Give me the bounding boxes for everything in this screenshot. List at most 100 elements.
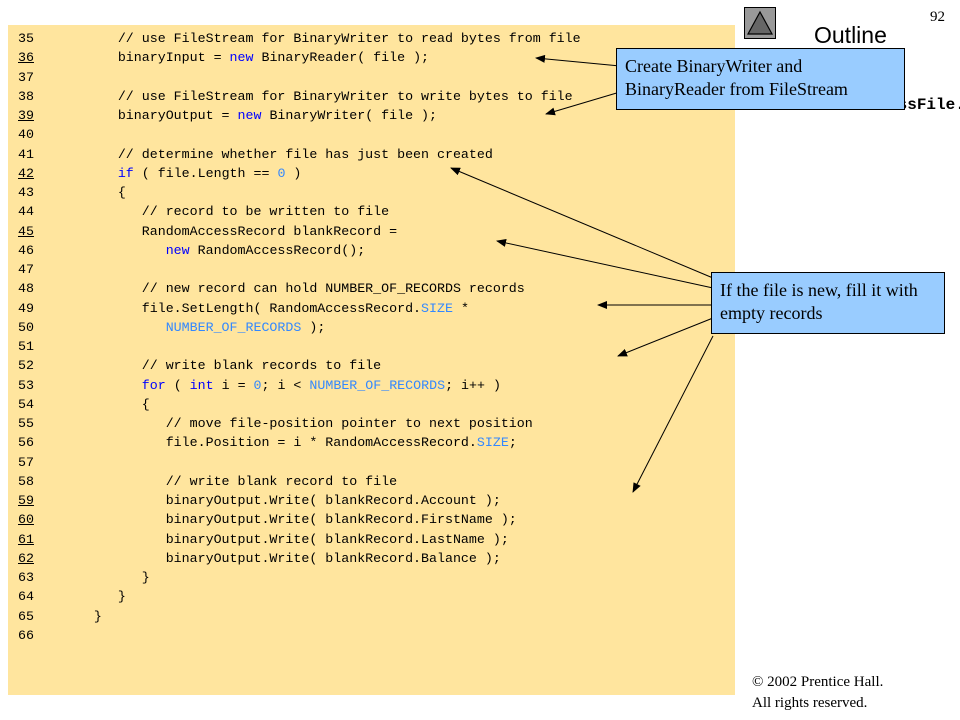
line-number: 59	[18, 493, 34, 508]
code-segment: i =	[213, 377, 254, 393]
code-text: file.Position = i * RandomAccessRecord.S…	[46, 433, 517, 452]
code-text: {	[46, 395, 150, 414]
code-text: // use FileStream for BinaryWriter to re…	[46, 29, 581, 48]
arrow-to-line-59	[632, 335, 714, 493]
line-number: 52	[18, 358, 34, 374]
line-number: 42	[18, 165, 34, 181]
code-text: {	[46, 183, 126, 202]
code-text: // new record can hold NUMBER_OF_RECORDS…	[46, 279, 525, 298]
outline-title: Outline	[814, 22, 887, 48]
code-segment: }	[46, 608, 102, 624]
code-segment: BinaryWriter( file );	[261, 108, 438, 123]
line-number: 55	[18, 416, 34, 431]
code-text: RandomAccessRecord blankRecord =	[46, 222, 397, 241]
code-text: NUMBER_OF_RECORDS );	[46, 318, 326, 337]
code-literal: SIZE	[421, 300, 453, 316]
code-segment: // write blank records to file	[46, 358, 382, 374]
line-number: 50	[18, 319, 34, 335]
code-segment: ;	[508, 435, 517, 451]
code-text: binaryInput = new BinaryReader( file );	[46, 48, 429, 67]
code-text: binaryOutput = new BinaryWriter( file );	[46, 106, 437, 125]
up-triangle-glyph	[746, 10, 774, 35]
code-panel: 35 // use FileStream for BinaryWriter to…	[8, 25, 735, 695]
code-text: }	[46, 587, 126, 606]
code-text: // move file-position pointer to next po…	[46, 414, 533, 433]
copyright-line-1: © 2002 Prentice Hall.	[752, 674, 884, 690]
arrow-to-line-46	[496, 239, 714, 289]
code-segment: // write blank record to file	[46, 473, 398, 489]
code-segment: // use FileStream for BinaryWriter to wr…	[46, 88, 573, 104]
code-segment: // use FileStream for BinaryWriter to re…	[46, 31, 581, 46]
line-number: 64	[18, 589, 34, 605]
code-literal: 0	[277, 165, 286, 181]
code-segment: file.SetLength( RandomAccessRecord.	[46, 300, 422, 316]
line-number: 41	[18, 146, 34, 162]
callout-binary-writer-reader: Create BinaryWriter and BinaryReader fro…	[616, 48, 905, 110]
code-segment: )	[285, 165, 302, 181]
code-segment: ; i <	[261, 377, 310, 393]
code-text: for ( int i = 0; i < NUMBER_OF_RECORDS; …	[46, 376, 501, 395]
line-number: 39	[18, 108, 34, 123]
code-keyword: int	[189, 377, 214, 393]
line-number: 57	[18, 454, 34, 470]
line-number: 48	[18, 281, 34, 297]
code-literal: NUMBER_OF_RECORDS	[165, 319, 302, 335]
arrow-to-line-52	[617, 317, 714, 357]
line-number: 65	[18, 608, 34, 624]
line-number: 63	[18, 570, 34, 585]
line-number: 62	[18, 550, 34, 566]
code-segment: ( file.Length ==	[133, 165, 278, 181]
copyright-notice: © 2002 Prentice Hall. All rights reserve…	[752, 672, 883, 714]
code-segment: // record to be written to file	[46, 204, 390, 220]
code-keyword: if	[117, 165, 134, 181]
code-segment: ; i++ )	[445, 377, 501, 393]
code-text: binaryOutput.Write( blankRecord.Account …	[46, 491, 501, 510]
callout-fill-empty-records: If the file is new, fill it with empty r…	[711, 272, 945, 334]
code-text: if ( file.Length == 0 )	[46, 164, 302, 183]
line-number: 43	[18, 185, 34, 200]
code-text: }	[46, 607, 102, 626]
arrow-to-line-39	[545, 91, 621, 116]
code-segment: }	[46, 589, 126, 605]
code-text: }	[46, 568, 150, 587]
code-keyword: for	[141, 377, 166, 393]
arrow-to-line-36	[535, 54, 621, 67]
line-number: 54	[18, 396, 34, 412]
line-number: 58	[18, 473, 34, 489]
code-segment: {	[46, 396, 150, 412]
code-segment: // new record can hold NUMBER_OF_RECORDS…	[46, 281, 525, 297]
code-literal: SIZE	[476, 435, 509, 451]
line-number: 46	[18, 242, 34, 258]
arrow-to-line-42	[450, 167, 714, 279]
code-segment: }	[46, 570, 150, 585]
code-text: // use FileStream for BinaryWriter to wr…	[46, 87, 573, 106]
code-segment: binaryOutput.Write( blankRecord.LastName…	[46, 531, 509, 547]
code-segment: {	[46, 185, 126, 200]
page-number: 92	[930, 9, 945, 25]
line-number: 49	[18, 300, 34, 316]
up-triangle-icon[interactable]	[744, 7, 776, 39]
code-keyword: new	[229, 50, 254, 66]
code-segment: binaryInput =	[46, 50, 230, 66]
code-text: // write blank records to file	[46, 356, 381, 375]
code-segment: binaryOutput.Write( blankRecord.Account …	[46, 493, 501, 508]
code-segment: binaryOutput =	[46, 108, 238, 123]
code-segment: );	[301, 319, 326, 335]
code-text: // determine whether file has just been …	[46, 145, 493, 164]
line-number: 47	[18, 262, 34, 277]
code-segment: RandomAccessRecord blankRecord =	[46, 223, 398, 239]
line-number: 60	[18, 512, 34, 528]
line-number: 36	[18, 50, 34, 66]
code-segment: BinaryReader( file );	[253, 50, 430, 66]
line-number: 38	[18, 88, 34, 104]
line-number: 37	[18, 69, 34, 85]
code-text: binaryOutput.Write( blankRecord.FirstNam…	[46, 510, 517, 529]
code-segment: // move file-position pointer to next po…	[46, 416, 533, 431]
line-number: 53	[18, 377, 34, 393]
code-keyword: new	[237, 108, 262, 123]
line-number: 61	[18, 531, 34, 547]
code-text: binaryOutput.Write( blankRecord.LastName…	[46, 530, 509, 549]
code-text: new RandomAccessRecord();	[46, 241, 366, 260]
code-segment: *	[452, 300, 469, 316]
